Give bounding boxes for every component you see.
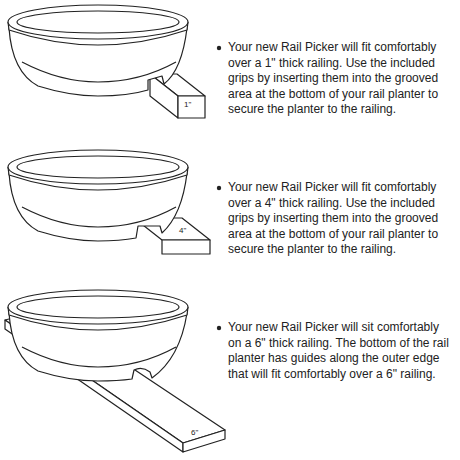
dimension-label: 4" [178, 226, 187, 235]
planter-inner-rim [17, 156, 179, 178]
rail-end [178, 96, 205, 118]
rail-end [162, 240, 210, 254]
dimension-label: 1" [183, 100, 192, 109]
planter-rim [8, 290, 188, 324]
planter-inner-rim [17, 11, 179, 33]
bullet [217, 186, 221, 190]
instruction-text: Your new Rail Picker will fit comfortabl… [228, 180, 454, 258]
planter-bulge [22, 62, 176, 82]
planter-bulge [22, 347, 176, 367]
dimension-label: 6" [190, 428, 199, 437]
planter-rim [8, 150, 188, 184]
instruction-text: Your new Rail Picker will sit comfortabl… [228, 320, 454, 382]
bullets [217, 46, 221, 330]
planter-3 [8, 290, 188, 381]
bullet [217, 46, 221, 50]
rail-1in [150, 74, 205, 118]
planter-bulge [22, 207, 176, 227]
instruction-text: Your new Rail Picker will fit comfortabl… [228, 40, 454, 118]
planter-inner-rim [17, 296, 179, 318]
bullet [217, 326, 221, 330]
planter-rim [8, 5, 188, 39]
rail-6in [5, 310, 225, 452]
planter-2 [8, 150, 188, 241]
planter-1 [8, 5, 188, 96]
